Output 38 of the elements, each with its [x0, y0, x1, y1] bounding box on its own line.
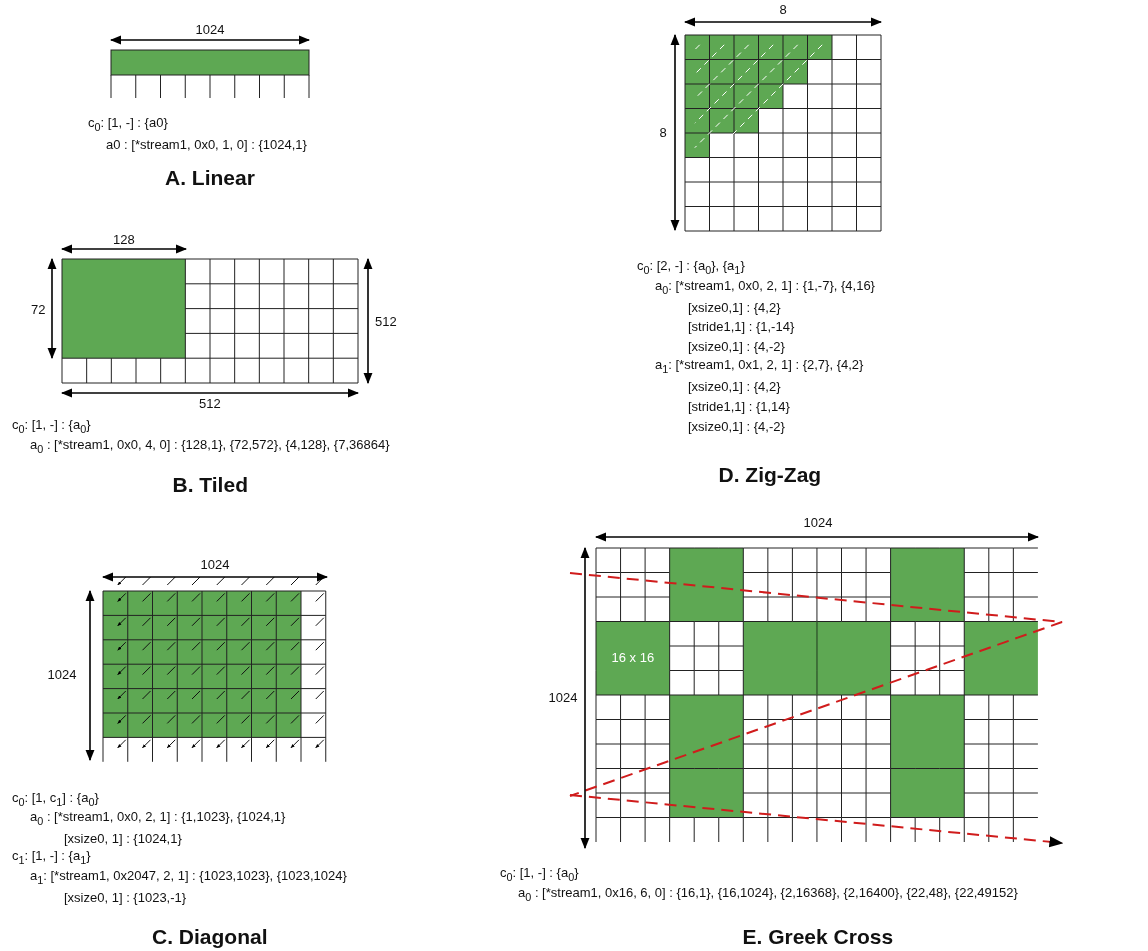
- code-line: c$_{0}$: [1, -] : {a$_{0}$}: [12, 417, 91, 437]
- code-line: [xsize0,1] : {4,-2}: [688, 419, 785, 435]
- dimension-label: 1024: [200, 557, 230, 573]
- dimension-label: 1024: [548, 690, 578, 706]
- code-line: a$_{0}$ : [*stream1, 0x16, 6, 0] : {16,1}, {16,1024}, {2,16368}, {2,16400}, {22,48}, {22,49152}: [518, 885, 1018, 905]
- code-line: c$_{0}$: [1, -] : {a0}: [88, 115, 168, 135]
- code-line: c$_{0}$: [1, -] : {a$_{0}$}: [500, 865, 579, 885]
- code-line: [xsize0, 1] : {1023,-1}: [64, 890, 187, 906]
- dimension-label: 512: [199, 396, 221, 412]
- code-line: [xsize0, 1] : {1024,1}: [64, 831, 182, 847]
- code-line: c$_{0}$: [1, c$_{1}$] : {a$_{0}$}: [12, 790, 99, 810]
- code-line: a$_{1}$: [*stream1, 0x2047, 2, 1] : {1023,1023}, {1023,1024}: [30, 868, 347, 888]
- code-line: c$_{1}$: [1, -] : {a$_{1}$}: [12, 848, 91, 868]
- code-line: a$_{0}$ : [*stream1, 0x0, 4, 0] : {128,1}, {72,572}, {4,128}, {7,36864}: [30, 437, 390, 457]
- dimension-label: 8: [659, 125, 667, 141]
- code-line: [xsize0,1] : {4,2}: [688, 300, 781, 316]
- code-line: [stride1,1] : {1,-14}: [688, 319, 795, 335]
- dimension-label: 72: [31, 302, 46, 318]
- dimension-label: 1024: [803, 515, 833, 531]
- dimension-label: 8: [779, 2, 787, 18]
- code-line: [xsize0,1] : {4,2}: [688, 379, 781, 395]
- dimension-label: 512: [375, 314, 397, 330]
- dimension-label: 1024: [47, 667, 77, 683]
- tile-size-label: 16 x 16: [611, 650, 655, 666]
- panel-title: C. Diagonal: [152, 925, 268, 949]
- code-line: a$_{0}$ : [*stream1, 0x0, 2, 1] : {1,1023}, {1024,1}: [30, 809, 286, 829]
- panel-title: D. Zig-Zag: [718, 463, 822, 487]
- code-line: a0 : [*stream1, 0x0, 1, 0] : {1024,1}: [106, 137, 307, 153]
- panel-title: E. Greek Cross: [742, 925, 894, 949]
- code-line: a$_{0}$: [*stream1, 0x0, 2, 1] : {1,-7}, {4,16}: [655, 278, 875, 298]
- panel-title: B. Tiled: [172, 473, 248, 497]
- code-line: [xsize0,1] : {4,-2}: [688, 339, 785, 355]
- dimension-label: 1024: [195, 22, 225, 38]
- dimension-label: 128: [113, 232, 135, 248]
- code-line: a$_{1}$: [*stream1, 0x1, 2, 1] : {2,7}, {4,2}: [655, 357, 864, 377]
- panel-title: A. Linear: [165, 166, 255, 190]
- code-line: c$_{0}$: [2, -] : {a$_{0}$}, {a$_{1}$}: [637, 258, 745, 278]
- code-line: [stride1,1] : {1,14}: [688, 399, 790, 415]
